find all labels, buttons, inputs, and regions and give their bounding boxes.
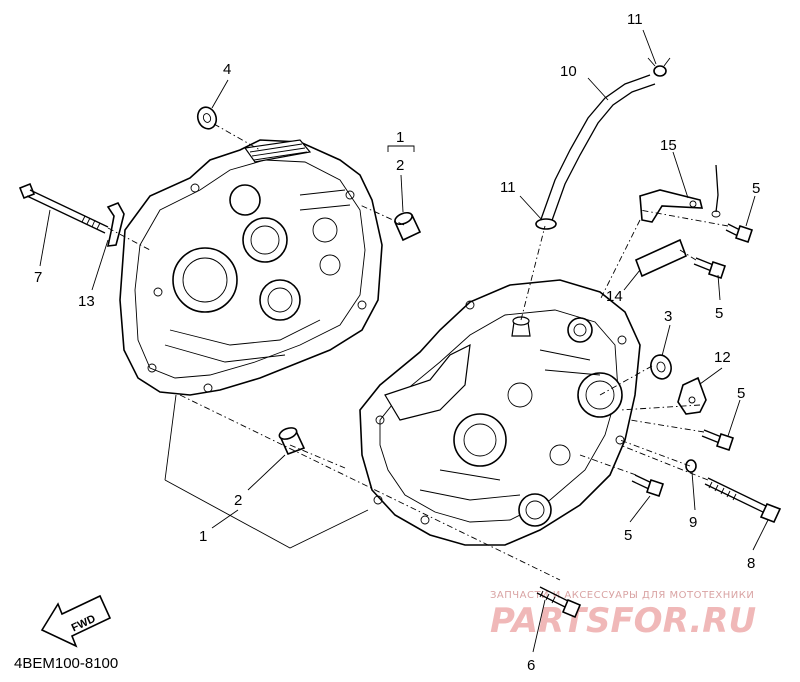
callout-2-bottom: 2 <box>234 492 242 509</box>
callouts: 1 2 3 4 5 5 5 5 6 7 8 9 10 11 11 12 13 1… <box>34 11 760 674</box>
wire-lead <box>711 164 721 218</box>
callout-14: 14 <box>606 288 623 305</box>
diagram-code: 4BEM100-8100 <box>14 655 118 672</box>
callout-7: 7 <box>34 269 42 286</box>
part-8-bolt <box>704 477 782 524</box>
callout-1-bottom: 1 <box>199 528 207 545</box>
part-5-bolt-c <box>701 429 735 452</box>
part-7-bolt <box>18 182 109 234</box>
callout-11-top: 11 <box>627 11 643 28</box>
part-15-bracket <box>639 189 704 223</box>
leader-lines <box>39 29 769 653</box>
watermark-logo: PARTSFOR.RU <box>490 601 756 641</box>
callout-5-c: 5 <box>737 385 745 402</box>
assembly-lines <box>107 123 729 581</box>
part-13-clamp <box>106 201 125 247</box>
callout-1-top: 1 <box>396 129 404 146</box>
left-crankcase-half <box>119 139 383 396</box>
callout-8: 8 <box>747 555 755 572</box>
watermark-tagline: ЗАПЧАСТИ И АКСЕССУАРЫ ДЛЯ МОТОТЕХНИКИ <box>490 590 754 601</box>
part-5-bolt-b <box>693 257 727 280</box>
callout-5-d: 5 <box>624 527 632 544</box>
part-5-bolt-d <box>631 474 665 498</box>
part-11-clip-top <box>647 57 671 77</box>
watermark: ЗАПЧАСТИ И АКСЕССУАРЫ ДЛЯ МОТОТЕХНИКИ PA… <box>490 590 756 641</box>
part-9-washer <box>685 459 697 473</box>
callout-5-b: 5 <box>715 305 723 322</box>
callout-15: 15 <box>660 137 677 154</box>
part-12-bracket <box>677 376 707 415</box>
callout-3: 3 <box>664 308 672 325</box>
callout-2-top: 2 <box>396 157 404 174</box>
part-14-plate <box>634 238 688 278</box>
callout-9: 9 <box>689 514 697 531</box>
part-4-washer <box>196 106 218 130</box>
part-2-dowel-pin-bottom <box>278 427 306 456</box>
callout-10: 10 <box>560 63 577 80</box>
part-10-hose <box>539 74 656 227</box>
callout-11-lower: 11 <box>500 179 516 196</box>
part-2-dowel-pin-top <box>393 211 422 242</box>
callout-12: 12 <box>714 349 731 366</box>
callout-6: 6 <box>527 657 535 674</box>
right-crankcase-half <box>359 279 641 546</box>
part-11-clip-lower <box>535 218 557 230</box>
forward-arrow: FWD <box>40 594 112 648</box>
part-5-bolt-a <box>725 223 754 244</box>
callout-13: 13 <box>78 293 95 310</box>
callout-5-a: 5 <box>752 180 760 197</box>
part-3-washer <box>650 354 672 380</box>
part-6-bolt <box>536 586 582 619</box>
callout-4: 4 <box>223 61 231 78</box>
